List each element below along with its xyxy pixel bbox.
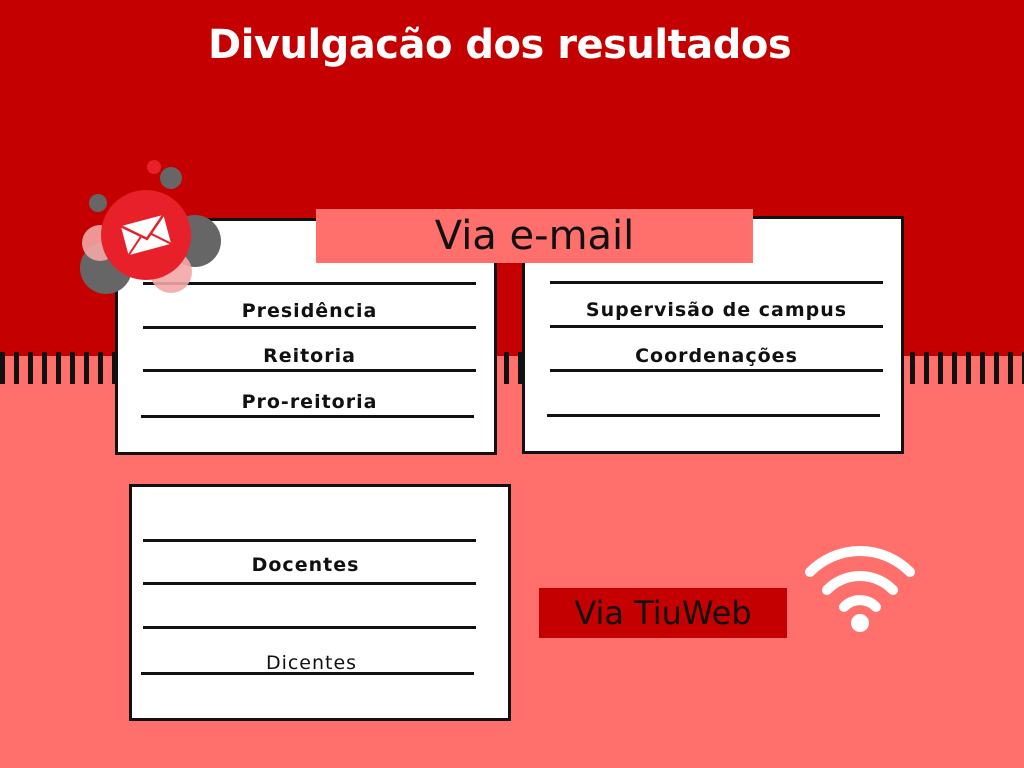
- list-item-pro-reitoria: Pro-reitoria: [241, 391, 378, 413]
- page-title: Divulgacão dos resultados: [208, 22, 792, 68]
- divider: [547, 414, 880, 417]
- list-item-dicentes: Dicentes: [265, 652, 358, 674]
- divider: [143, 369, 476, 372]
- divider: [143, 626, 476, 629]
- email-banner: Via e-mail: [316, 209, 753, 263]
- list-item-presidencia: Presidência: [241, 300, 378, 322]
- wifi-icon: [805, 545, 915, 632]
- divider: [143, 282, 476, 285]
- envelope-icon: [80, 160, 221, 294]
- divider: [550, 369, 883, 372]
- list-item-reitoria: Reitoria: [263, 345, 356, 367]
- divider: [143, 326, 476, 329]
- divider: [141, 415, 474, 418]
- divider: [143, 582, 476, 585]
- list-item-supervisao: Supervisão de campus: [585, 299, 848, 321]
- tiuweb-banner: Via TiuWeb: [539, 588, 787, 638]
- divider: [143, 539, 476, 542]
- divider: [550, 281, 883, 284]
- divider: [550, 325, 883, 328]
- list-item-docentes: Docentes: [251, 554, 360, 576]
- list-item-coordenacoes: Coordenações: [635, 345, 798, 367]
- divider: [141, 672, 474, 675]
- tiuweb-card: Docentes Dicentes: [129, 484, 511, 721]
